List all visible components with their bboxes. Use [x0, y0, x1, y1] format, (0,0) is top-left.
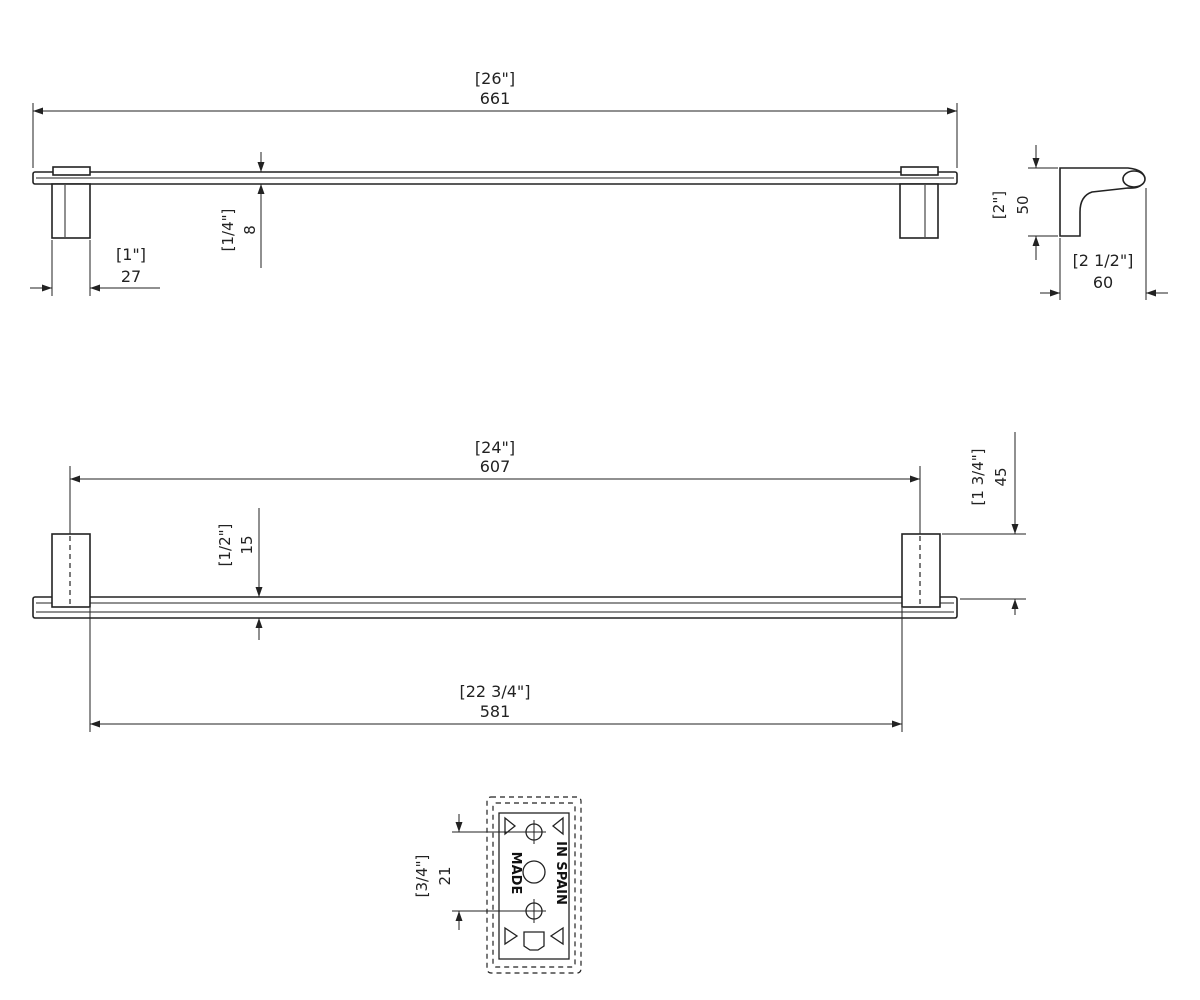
left-bracket	[51, 183, 91, 239]
bar-height-in: [1/2"]	[216, 524, 234, 567]
inner-length-mm: 581	[480, 702, 511, 721]
front-view: [24"] 607 [1/2"] 15 [1 3/4"] 45 [22 3/4"…	[32, 432, 1026, 732]
bracket-width-in: [1"]	[116, 245, 146, 264]
overall-length-in: [26"]	[475, 69, 515, 88]
bracket-rise-in: [1 3/4"]	[969, 448, 987, 505]
right-bracket-front	[901, 533, 941, 608]
stamp-made: MADE	[508, 852, 523, 895]
bracket-rise-mm: 45	[992, 467, 1010, 486]
stamp-in-spain: IN SPAIN	[553, 841, 568, 905]
hole-spacing-mm: 21	[436, 866, 454, 885]
towel-bar-front	[32, 596, 958, 619]
plate-outline-outer	[486, 796, 582, 974]
left-bracket-front	[51, 533, 91, 608]
side-view: [2"] 50 [2 1/2"] 60	[990, 145, 1168, 300]
bar-height-mm: 15	[238, 535, 256, 554]
mounting-plate-view: MADE IN SPAIN [3/4"] 21	[413, 796, 582, 974]
center-distance-in: [24"]	[475, 438, 515, 457]
left-bracket-cap	[52, 166, 91, 176]
plate-body	[498, 812, 570, 960]
bracket-height-in: [2"]	[990, 191, 1008, 219]
right-bracket	[899, 183, 939, 239]
bar-thickness-mm: 8	[241, 225, 259, 235]
center-hole	[522, 860, 546, 884]
bar-section	[1122, 170, 1146, 188]
clip-tab	[551, 816, 564, 836]
inner-length-in: [22 3/4"]	[459, 682, 530, 701]
clip-tab	[504, 926, 519, 946]
bar-thickness-in: [1/4"]	[219, 209, 237, 252]
hole-spacing-in: [3/4"]	[413, 855, 431, 898]
clip-tab	[549, 926, 564, 946]
plate-outline-inner	[492, 802, 576, 968]
right-bracket-cap	[900, 166, 939, 176]
center-distance-mm: 607	[480, 457, 511, 476]
clip-tab	[504, 816, 517, 836]
overall-length-mm: 661	[480, 89, 511, 108]
top-view: [26"] 661 [1/4"] 8 [1"] 27	[30, 69, 958, 296]
set-screw	[523, 931, 545, 951]
projection-mm: 60	[1093, 273, 1113, 292]
projection-in: [2 1/2"]	[1073, 251, 1134, 270]
bracket-width-mm: 27	[121, 267, 141, 286]
bracket-height-mm: 50	[1014, 195, 1032, 214]
